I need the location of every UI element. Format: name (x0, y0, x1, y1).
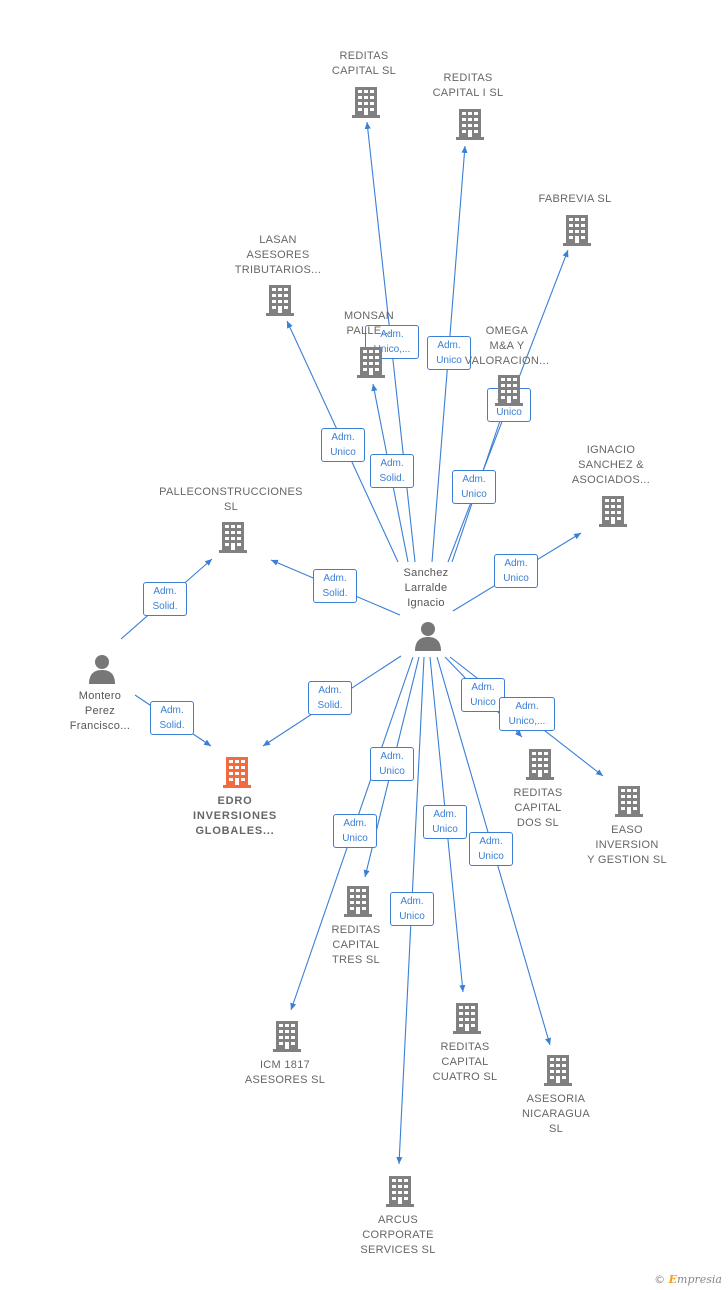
company-label-reditas-capital-i[interactable]: REDITAS CAPITAL I SL (432, 72, 504, 99)
building-icon-palleconstrucciones[interactable] (219, 521, 247, 553)
building-icon-easo[interactable] (615, 785, 643, 817)
role-label-reditas-dos[interactable]: Adm. Unico (461, 678, 505, 712)
building-icon-reditas-capital-i[interactable] (456, 108, 484, 140)
building-icon-edro[interactable] (223, 756, 251, 788)
company-label-palleconstrucciones[interactable]: PALLECONSTRUCCIONES SL (159, 486, 303, 513)
building-icon-reditas-cuatro[interactable] (453, 1002, 481, 1034)
role-label-palleconstrucciones[interactable]: Adm. Solid. (313, 569, 357, 603)
role-label-ignacio-sanchez[interactable]: Adm. Unico (494, 554, 538, 588)
person-icon-montero[interactable] (88, 654, 116, 684)
company-label-icm[interactable]: ICM 1817 ASESORES SL (244, 1059, 326, 1086)
building-icon-reditas-capital[interactable] (352, 86, 380, 118)
company-label-reditas-dos[interactable]: REDITAS CAPITAL DOS SL (513, 787, 563, 829)
building-icon-monsan[interactable] (357, 346, 385, 378)
company-label-easo[interactable]: EASO INVERSION Y GESTION SL (587, 824, 667, 866)
brand-logo-text: mpresia (677, 1273, 722, 1286)
brand-logo-initial: E (668, 1273, 678, 1286)
role-label-icm[interactable]: Adm. Unico (333, 814, 377, 848)
company-label-monsan[interactable]: MONSAN PALLE... (343, 310, 395, 337)
role-label-reditas-capital-i[interactable]: Adm. Unico (427, 336, 471, 370)
company-label-fabrevia[interactable]: FABREVIA SL (538, 193, 612, 205)
role-label-palleconstrucciones[interactable]: Adm. Solid. (143, 582, 187, 616)
company-label-lasan[interactable]: LASAN ASESORES TRIBUTARIOS... (234, 234, 322, 276)
building-icon-reditas-tres[interactable] (344, 885, 372, 917)
person-icon-center[interactable] (414, 621, 442, 651)
role-label-reditas-cuatro[interactable]: Adm. Unico (423, 805, 467, 839)
role-label-asesoria[interactable]: Adm. Unico (469, 832, 513, 866)
role-label-omega[interactable]: Adm. Unico (452, 470, 496, 504)
role-label-reditas-tres[interactable]: Adm. Unico (370, 747, 414, 781)
role-label-edro[interactable]: Adm. Solid. (150, 701, 194, 735)
building-icon-icm[interactable] (273, 1020, 301, 1052)
company-label-edro[interactable]: EDRO INVERSIONES GLOBALES... (193, 795, 277, 837)
center-person-label[interactable]: Sanchez Larralde Ignacio (403, 567, 449, 609)
building-icon-fabrevia[interactable] (563, 214, 591, 246)
company-label-reditas-capital[interactable]: REDITAS CAPITAL SL (331, 50, 397, 77)
building-icon-lasan[interactable] (266, 284, 294, 316)
company-label-arcus[interactable]: ARCUS CORPORATE SERVICES SL (360, 1214, 436, 1256)
company-label-omega[interactable]: OMEGA M&A Y VALORACION... (464, 325, 550, 367)
company-label-ignacio-sanchez[interactable]: IGNACIO SANCHEZ & ASOCIADOS... (571, 444, 651, 486)
copyright-icon: © (654, 1273, 666, 1286)
role-label-edro[interactable]: Adm. Solid. (308, 681, 352, 715)
role-label-arcus[interactable]: Adm. Unico (390, 892, 434, 926)
building-icon-ignacio-sanchez[interactable] (599, 495, 627, 527)
role-label-monsan[interactable]: Adm. Solid. (370, 454, 414, 488)
building-icon-reditas-dos[interactable] (526, 748, 554, 780)
company-label-reditas-cuatro[interactable]: REDITAS CAPITAL CUATRO SL (432, 1041, 498, 1083)
role-label-lasan[interactable]: Adm. Unico (321, 428, 365, 462)
person-label-montero[interactable]: Montero Perez Francisco... (69, 690, 131, 732)
building-icon-asesoria[interactable] (544, 1054, 572, 1086)
role-label-easo[interactable]: Adm. Unico,... (499, 697, 555, 731)
building-icon-arcus[interactable] (386, 1175, 414, 1207)
company-label-reditas-tres[interactable]: REDITAS CAPITAL TRES SL (331, 924, 381, 966)
building-icon-omega[interactable] (495, 374, 523, 406)
brand-footer[interactable]: © Empresia (654, 1273, 722, 1286)
company-label-asesoria[interactable]: ASESORIA NICARAGUA SL (521, 1093, 591, 1135)
